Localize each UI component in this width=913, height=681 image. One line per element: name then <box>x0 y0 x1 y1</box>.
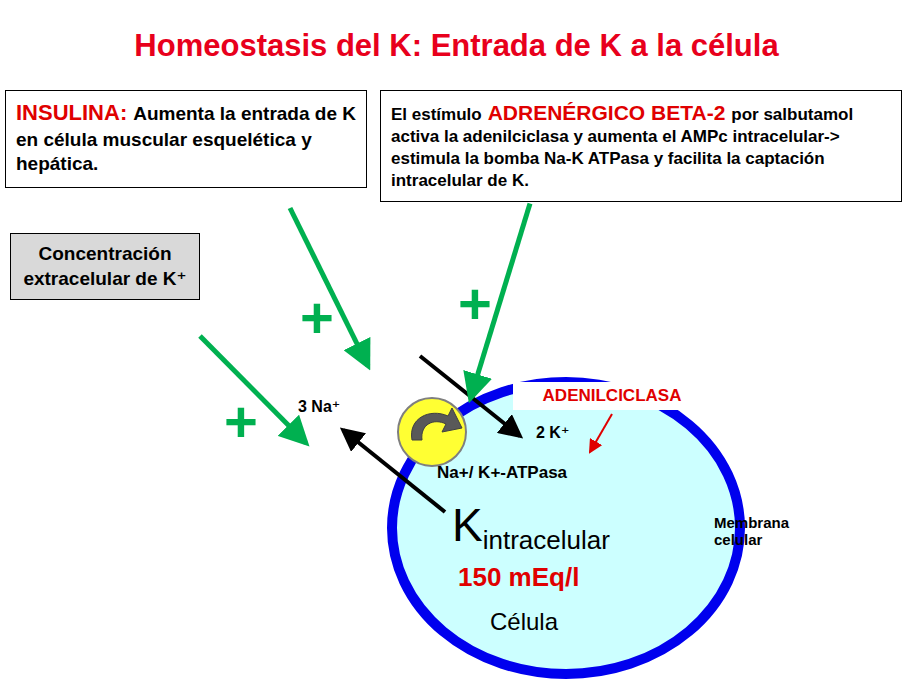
insulin-arrow <box>290 208 368 366</box>
box-text: ADRENÉRGICO BETA-2 <box>488 101 726 124</box>
pump-label: Na+/ K+-ATPasa <box>437 464 567 483</box>
cell-name: Célula <box>490 608 558 636</box>
title: Homeostasis del K: Entrada de K a la cél… <box>0 28 913 64</box>
input-box: Concentración extracelular de K⁺ <box>10 233 200 300</box>
ion-label: 3 Na⁺ <box>298 398 340 416</box>
pump-rotation-arrow <box>412 408 462 440</box>
ion-label: 2 K⁺ <box>536 424 569 442</box>
cyclase-arrow <box>590 414 612 452</box>
box-text: El estímulo <box>391 105 482 124</box>
concentration-value: 150 mEq/l <box>458 562 579 593</box>
box-text: INSULINA: <box>16 100 127 125</box>
pump-symbol <box>398 398 466 466</box>
enzyme-box: ADENILCICLASA <box>513 382 711 410</box>
k-symbol-group: Kintracelular <box>452 498 610 552</box>
plus-sign: + <box>458 272 492 336</box>
box-text: Concentración extracelular de K⁺ <box>23 243 186 289</box>
plus-sign: + <box>300 286 334 350</box>
k-subscript: intracelular <box>483 525 610 555</box>
membrane-label: Membrana celular <box>714 515 809 548</box>
plus-sign: + <box>224 390 258 454</box>
box-text: ADENILCICLASA <box>543 386 682 405</box>
k-symbol: K <box>452 499 483 551</box>
note-box: INSULINA:Aumenta la entrada de K en célu… <box>5 90 367 188</box>
note-box: El estímuloADRENÉRGICO BETA-2por salbuta… <box>380 90 902 202</box>
